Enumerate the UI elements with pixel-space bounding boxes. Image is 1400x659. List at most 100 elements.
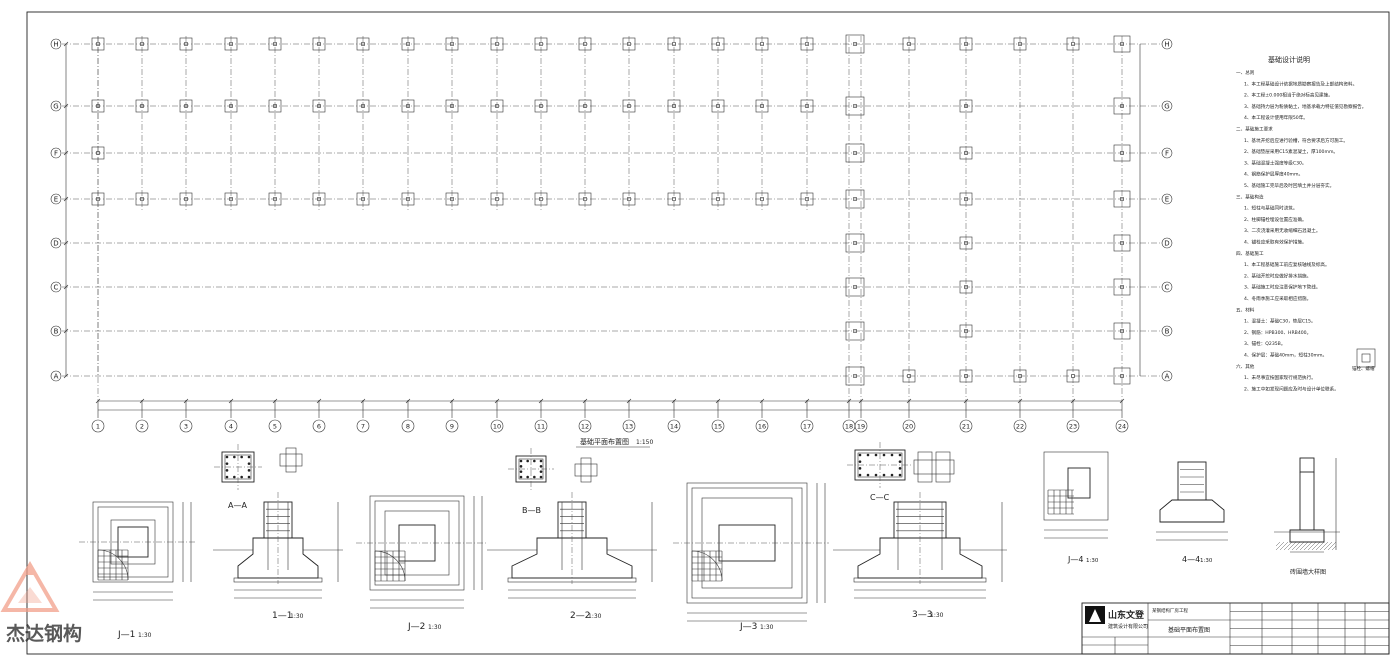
footing-pad <box>179 37 193 51</box>
footing-pad <box>1113 144 1131 162</box>
footing-pad <box>711 99 725 113</box>
footing-pad <box>959 37 973 51</box>
notes-line: 2、基础开挖时应做好排水措施。 <box>1244 272 1311 279</box>
col-axis-label: 18 <box>845 423 853 431</box>
row-axis-bubble <box>50 100 62 112</box>
col-axis-label: 7 <box>361 423 365 431</box>
footing-pad <box>845 233 865 253</box>
notes-line: 1、基坑开挖后应进行验槽，符合要求后方可施工。 <box>1244 137 1348 144</box>
row-axis-label: F <box>54 150 58 158</box>
col-axis-bubble <box>401 419 415 433</box>
row-axis-bubble <box>50 281 62 293</box>
company-subname: 建筑设计有限公司 <box>1108 623 1148 630</box>
footing-pad <box>845 34 865 54</box>
footing-pad <box>667 37 681 51</box>
row-axis-bubble <box>1161 147 1173 159</box>
col-axis-bubble <box>902 419 916 433</box>
footing-pad <box>135 99 149 113</box>
row-axis-label: D <box>1164 240 1169 248</box>
col-axis-label: 6 <box>317 423 321 431</box>
notes-line: 3、二次浇灌采用无收缩细石混凝土。 <box>1244 227 1320 234</box>
notes-line: 3、基础持力层为粉质黏土，地基承载力特征值见勘察报告。 <box>1244 103 1366 110</box>
footing-pad <box>534 99 548 113</box>
footing-pad <box>902 37 916 51</box>
row-axis-bubble <box>1161 325 1173 337</box>
footing-pad <box>1113 278 1131 296</box>
notes-heading: 六、其他 <box>1236 363 1255 370</box>
col-axis-label: 10 <box>493 423 501 431</box>
col-axis-label: 4 <box>229 423 233 431</box>
footing-pad <box>91 146 105 160</box>
notes-heading: 一、总则 <box>1236 69 1255 76</box>
row-axis-label: B <box>54 328 59 336</box>
row-axis-label: A <box>1165 373 1170 381</box>
detail-scale-s3: 1:30 <box>930 612 944 619</box>
pedestal-section <box>1177 461 1207 501</box>
row-axis-label: F <box>1165 150 1169 158</box>
notes-line: 2、柱脚锚栓埋设位置应准确。 <box>1244 216 1307 223</box>
notes-line: 1、短柱与基础同时浇筑。 <box>1244 205 1297 212</box>
footing-pad <box>622 99 636 113</box>
detail-label-s4: 4—4 <box>1182 555 1200 564</box>
footing-pad <box>445 37 459 51</box>
notes-line: 1、本工程基础施工前应复核轴线及标高。 <box>1244 261 1330 268</box>
col-axis-label: 24 <box>1118 423 1126 431</box>
footing-pad <box>401 99 415 113</box>
col-axis-label: 22 <box>1016 423 1024 431</box>
footing-pad <box>959 192 973 206</box>
row-axis-bubble <box>1161 281 1173 293</box>
col-axis-bubble <box>1066 419 1080 433</box>
footing-pad <box>91 99 105 113</box>
footing-pad <box>959 324 973 338</box>
footing-pad <box>179 192 193 206</box>
col-axis-bubble <box>755 419 769 433</box>
company-name: 山东文登 <box>1108 609 1145 621</box>
footing-pad <box>356 37 370 51</box>
footing-pad <box>1113 234 1131 252</box>
footing-pad <box>755 192 769 206</box>
footing-pad <box>622 37 636 51</box>
footing-pad <box>578 37 592 51</box>
notes-line: 3、基础施工时应注意保护地下管线。 <box>1244 284 1320 291</box>
footing-pad <box>490 37 504 51</box>
row-axis-label: B <box>1165 328 1170 336</box>
detail-scale-s4: 1:30 <box>1200 558 1213 564</box>
plan-title: 基础平面布置图 <box>580 437 629 446</box>
detail-label-bb: B—B <box>522 506 541 515</box>
project-name: 某钢结构厂房工程 <box>1152 607 1188 614</box>
footing-pad <box>268 192 282 206</box>
row-axis-label: D <box>53 240 58 248</box>
footing-pad <box>959 236 973 250</box>
stepped-footing <box>237 537 319 579</box>
notes-line: 4、锚栓应采取有效保护措施。 <box>1244 239 1307 246</box>
col-axis-label: 2 <box>140 423 144 431</box>
notes-line: 2、基础垫层采用C15素混凝土，厚100mm。 <box>1244 148 1338 155</box>
footing-pad <box>401 37 415 51</box>
footing-pad <box>312 99 326 113</box>
notes-heading: 五、材料 <box>1236 306 1255 313</box>
title-block: 山东文登 建筑设计有限公司 某钢结构厂房工程 基础平面布置图 <box>1081 602 1390 655</box>
sheet-border <box>26 11 1390 655</box>
footing-pad <box>356 99 370 113</box>
col-axis-label: 9 <box>450 423 454 431</box>
footing-pad <box>1113 97 1131 115</box>
footing-pad <box>312 192 326 206</box>
footing-pad <box>1113 322 1131 340</box>
row-axis-label: C <box>54 284 59 292</box>
footing-pad <box>1113 367 1131 385</box>
footing-pad <box>667 99 681 113</box>
drawing-name: 基础平面布置图 <box>1168 626 1210 634</box>
col-axis-bubble <box>667 419 681 433</box>
detail-label-j3: J—3 <box>739 622 757 632</box>
detail-label-aa: A—A <box>228 501 247 510</box>
col-axis-label: 13 <box>625 423 633 431</box>
footing-plan-outline <box>1043 451 1109 521</box>
footing-pad <box>755 37 769 51</box>
footing-pad <box>959 146 973 160</box>
footing-pad <box>268 37 282 51</box>
col-axis-bubble <box>959 419 973 433</box>
footing-pad <box>224 192 238 206</box>
footing-pad <box>534 192 548 206</box>
footing-pad <box>356 192 370 206</box>
